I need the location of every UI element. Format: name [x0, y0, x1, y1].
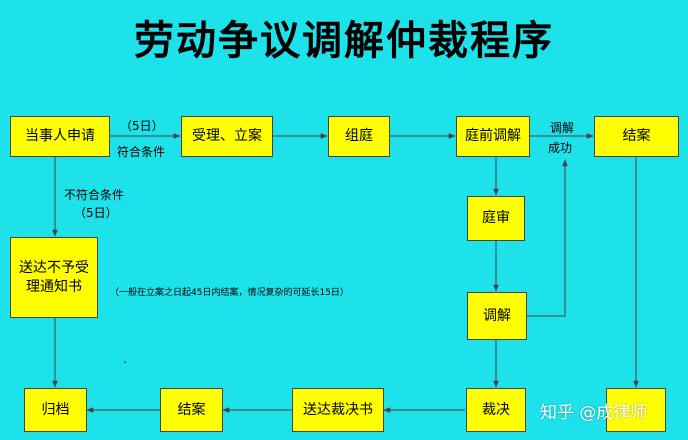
box-deliver-reject-label: 送达不予受理通知书: [19, 259, 89, 295]
box-pre-mediation: 庭前调解: [456, 116, 530, 157]
box-deliver-reject: 送达不予受理通知书: [10, 237, 98, 318]
label-days-top: （5日）: [120, 119, 164, 133]
box-close-bottom: 结案: [160, 388, 223, 432]
page-title: 劳动争议调解仲裁程序: [134, 17, 554, 64]
note-time-limit: （一般在立案之日起45日内结案，情况复杂的可延长15日）: [110, 288, 349, 298]
watermark: 知乎 @成律师: [540, 403, 648, 423]
label-success: 成功: [548, 141, 573, 155]
box-mediation: 调解: [467, 292, 527, 340]
box-accept: 受理、立案: [181, 116, 273, 157]
box-deliver-award: 送达裁决书: [292, 388, 384, 432]
box-close-top: 结案: [594, 116, 679, 157]
box-award: 裁决: [466, 388, 526, 432]
label-mediate: 调解: [550, 121, 575, 135]
label-days-left: （5日）: [74, 206, 118, 220]
arrow-mediation-success: [527, 159, 568, 317]
box-archive: 归档: [24, 388, 87, 432]
box-tribunal: 组庭: [328, 116, 390, 157]
label-meets-conditions: 符合条件: [117, 145, 166, 159]
box-trial: 庭审: [467, 196, 525, 241]
box-apply: 当事人申请: [10, 116, 110, 157]
label-not-meet: 不符合条件: [64, 188, 125, 202]
box-close-bottom-right: [606, 388, 666, 432]
